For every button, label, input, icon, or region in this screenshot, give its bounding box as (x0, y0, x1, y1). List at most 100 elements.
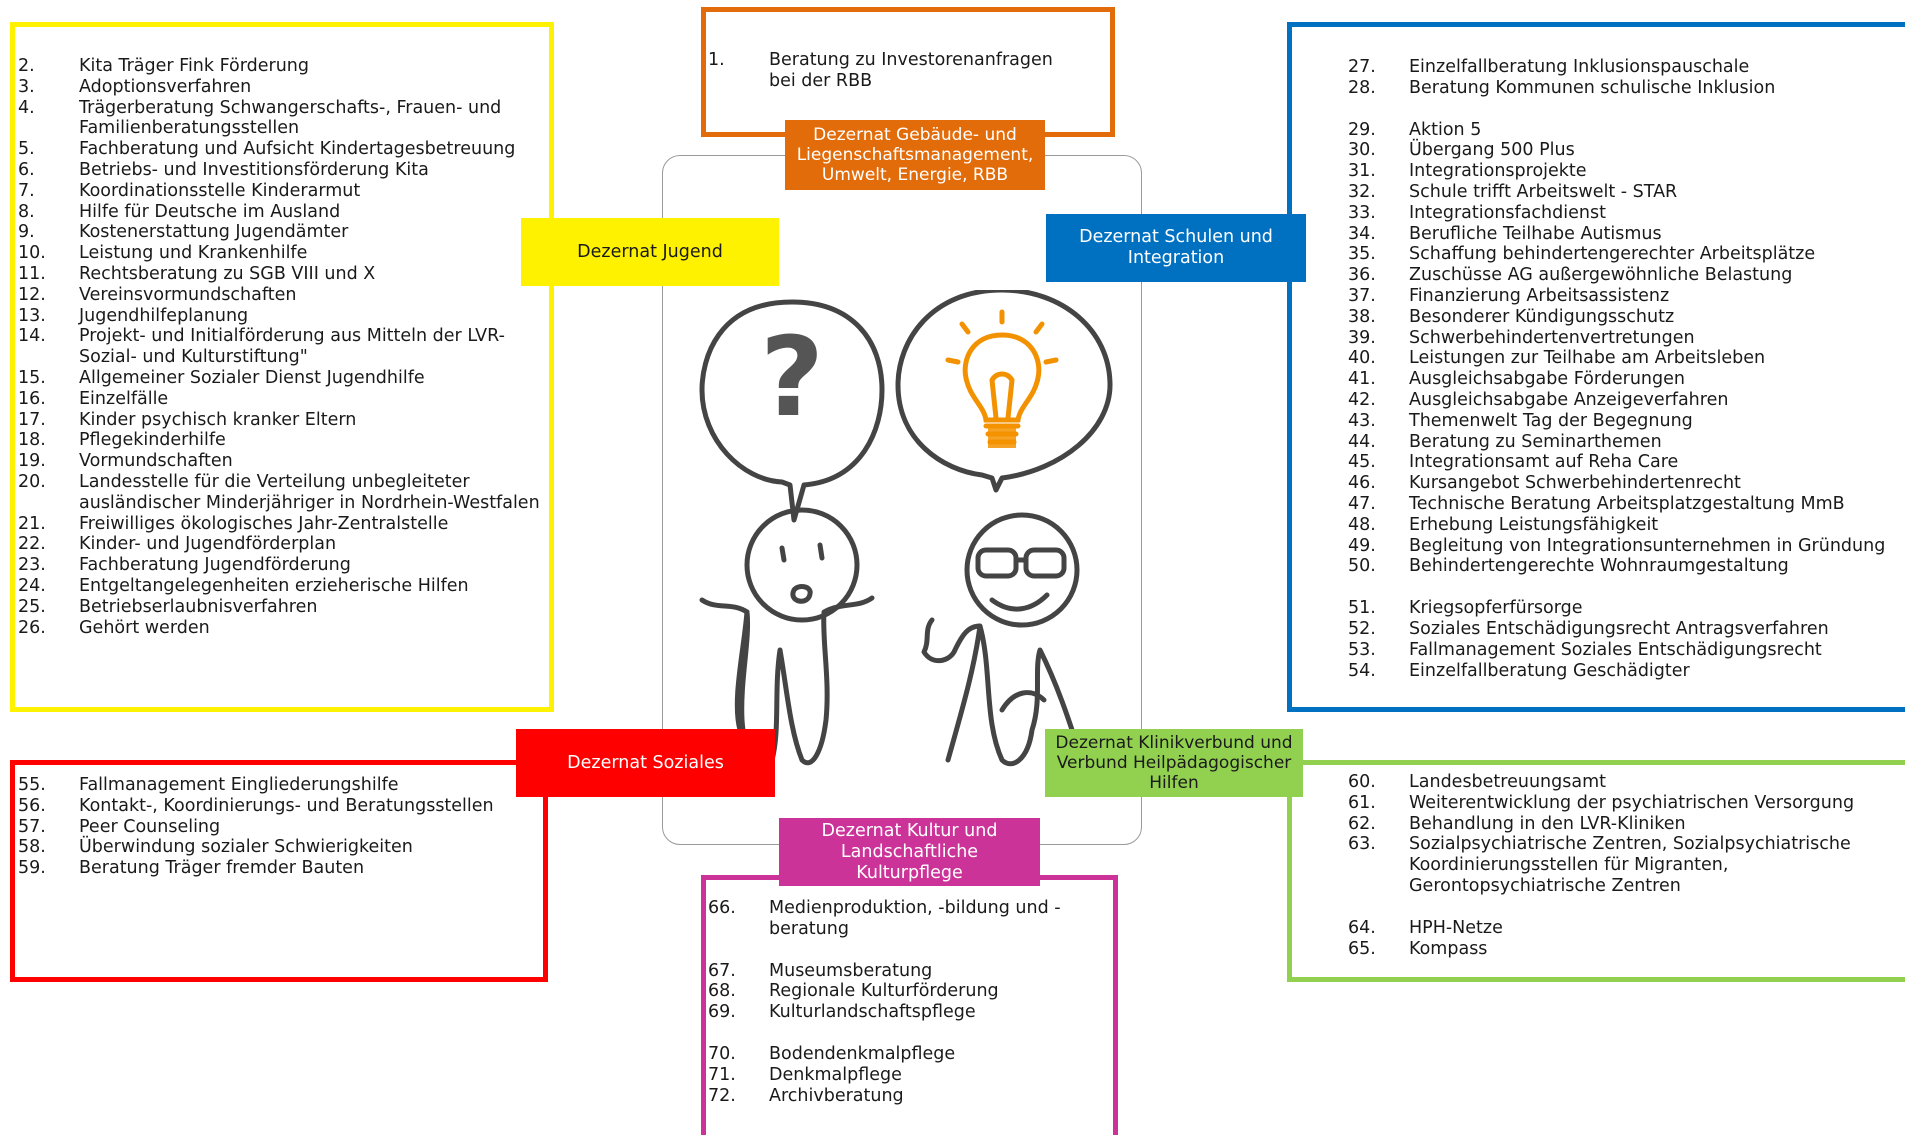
list-item: 42.Ausgleichsabgabe Anzeigeverfahren (1348, 390, 1893, 411)
item-text: Entgeltangelegenheiten erzieherische Hil… (79, 575, 469, 596)
item-number: 47. (1348, 493, 1376, 514)
item-text: Peer Counseling (79, 816, 221, 837)
item-text: Betriebs- und Investitionsförderung Kita (79, 159, 429, 180)
item-number: 35. (1348, 244, 1376, 265)
item-text: Vormundschaften (79, 451, 233, 472)
item-text: Ausgleichsabgabe Anzeigeverfahren (1409, 389, 1729, 410)
item-number: 64. (1348, 917, 1376, 938)
item-number: 30. (1348, 140, 1376, 161)
item-number: 56. (18, 795, 46, 816)
item-number: 4. (18, 97, 35, 118)
item-text: Beratung Kommunen schulische Inklusion (1409, 77, 1776, 98)
list-item: 40. Leistungen zur Teilhabe am Arbeitsleb… (1348, 348, 1893, 369)
item-number: 71. (708, 1064, 736, 1085)
dezernat-schulen-header: Dezernat Schulen und Integration (1046, 214, 1306, 282)
item-text: Betriebserlaubnisverfahren (79, 596, 318, 617)
list-item: 46. Kursangebot Schwerbehindertenrecht (1348, 473, 1893, 494)
item-text: Fachberatung Jugendförderung (79, 555, 351, 576)
item-number: 39. (1348, 327, 1376, 348)
item-number: 3. (18, 76, 35, 97)
item-text: Museumsberatung (769, 960, 933, 981)
item-number: 44. (1348, 431, 1376, 452)
list-item: 18. Pflegekinderhilfe (18, 430, 548, 451)
list-item: 59.Beratung Träger fremder Bauten (18, 858, 518, 879)
item-number: 18. (18, 430, 46, 451)
item-text: Aktion 5 (1409, 119, 1482, 140)
list-item: 58.Überwindung sozialer Schwierigkeiten (18, 837, 518, 858)
item-text: Begleitung von Integrationsunternehmen i… (1409, 535, 1886, 556)
item-text: Integrationsfachdienst (1409, 202, 1606, 223)
list-item: 57.Peer Counseling (18, 817, 518, 838)
item-number: 52. (1348, 618, 1376, 639)
item-number: 33. (1348, 202, 1376, 223)
list-item: 53.Fallmanagement Soziales Entschädigung… (1348, 640, 1893, 661)
item-number: 26. (18, 617, 46, 638)
item-number: 67. (708, 960, 736, 981)
list-item: 4.Trägerberatung Schwangerschafts-, Frau… (18, 98, 548, 140)
item-number: 40. (1348, 348, 1376, 369)
item-text: Sozialpsychiatrische Zentren, Sozialpsyc… (1409, 834, 1851, 896)
item-text: Beratung zu Seminarthemen (1409, 431, 1662, 452)
item-number: 43. (1348, 410, 1376, 431)
item-number: 51. (1348, 598, 1376, 619)
item-text: Besonderer Kündigungsschutz (1409, 306, 1675, 327)
item-text: Denkmalpflege (769, 1064, 902, 1085)
item-text: Übergang 500 Plus (1409, 140, 1575, 161)
item-text: Archivberatung (769, 1085, 904, 1106)
dezernat-kultur-list: 66.Medienproduktion, -bildung und -berat… (708, 898, 1078, 1106)
item-text: Kita Träger Fink Förderung (79, 56, 309, 76)
dezernat-schulen-frame (1287, 22, 1905, 712)
item-number: 72. (708, 1085, 736, 1106)
item-text: Integrationsprojekte (1409, 161, 1587, 182)
item-text: Leistungen zur Teilhabe am Arbeitsleben (1409, 348, 1766, 369)
item-number: 41. (1348, 369, 1376, 390)
list-item: 39.Schwerbehindertenvertretungen (1348, 328, 1893, 349)
list-item: 62.Behandlung in den LVR-Kliniken (1348, 814, 1893, 835)
list-item: 13.Jugendhilfeplanung (18, 306, 548, 327)
item-text: Einzelfallberatung Geschädigter (1409, 660, 1690, 681)
item-number: 32. (1348, 181, 1376, 202)
item-number: 34. (1348, 223, 1376, 244)
list-item: 25.Betriebserlaubnisverfahren (18, 597, 548, 618)
item-number: 23. (18, 555, 46, 576)
list-item: 66.Medienproduktion, -bildung und -berat… (708, 898, 1078, 940)
item-text: Beratung zu Investorenanfragen bei der R… (769, 50, 1053, 91)
item-number: 28. (1348, 77, 1376, 98)
item-text: Kursangebot Schwerbehindertenrecht (1409, 473, 1741, 494)
list-item: 22. Kinder- und Jugendförderplan (18, 534, 548, 555)
item-text: Bodendenkmalpflege (769, 1043, 956, 1064)
item-number: 22. (18, 534, 46, 555)
item-text: HPH-Netze (1409, 917, 1503, 938)
list-item: 67. Museumsberatung (708, 961, 1078, 982)
item-number: 60. (1348, 772, 1376, 792)
item-number: 69. (708, 1002, 736, 1023)
list-item: 61.Weiterentwicklung der psychiatrischen… (1348, 793, 1893, 814)
item-text: Pflegekinderhilfe (79, 430, 226, 451)
list-item: 60.Landesbetreuungsamt (1348, 772, 1893, 793)
item-number: 46. (1348, 473, 1376, 494)
item-number: 70. (708, 1043, 736, 1064)
list-item: 20.Landesstelle für die Verteilung unbeg… (18, 472, 548, 514)
list-item: 63.Sozialpsychiatrische Zentren, Sozialp… (1348, 834, 1893, 896)
list-item: 52. Soziales Entschädigungsrecht Antragsv… (1348, 619, 1893, 640)
item-number: 16. (18, 388, 46, 409)
item-number: 58. (18, 837, 46, 858)
list-item: 16.Einzelfälle (18, 389, 548, 410)
list-item: 19. Vormundschaften (18, 451, 548, 472)
list-item: 56.Kontakt-, Koordinierungs- und Beratun… (18, 796, 518, 817)
item-text: Medienproduktion, -bildung und -beratung (769, 898, 1061, 939)
item-text: Kinder- und Jugendförderplan (79, 534, 337, 555)
item-number: 2. (18, 56, 35, 76)
list-item: 29.Aktion 5 (1348, 120, 1893, 141)
item-text: Fachberatung und Aufsicht Kindertagesbet… (79, 139, 516, 160)
item-text: Koordinationsstelle Kinderarmut (79, 180, 361, 201)
item-text: Projekt- und Initialförderung aus Mittel… (79, 326, 505, 368)
list-item: 15.Allgemeiner Sozialer Dienst Jugendhil… (18, 368, 548, 389)
item-number: 45. (1348, 452, 1376, 473)
item-text: Weiterentwicklung der psychiatrischen Ve… (1409, 792, 1855, 813)
item-number: 19. (18, 451, 46, 472)
item-text: Soziales Entschädigungsrecht Antragsverf… (1409, 618, 1829, 639)
item-text: Gehört werden (79, 617, 210, 638)
list-item: 1.Beratung zu Investorenanfragen bei der… (708, 50, 1078, 92)
list-item: 71. Denkmalpflege (708, 1065, 1078, 1086)
